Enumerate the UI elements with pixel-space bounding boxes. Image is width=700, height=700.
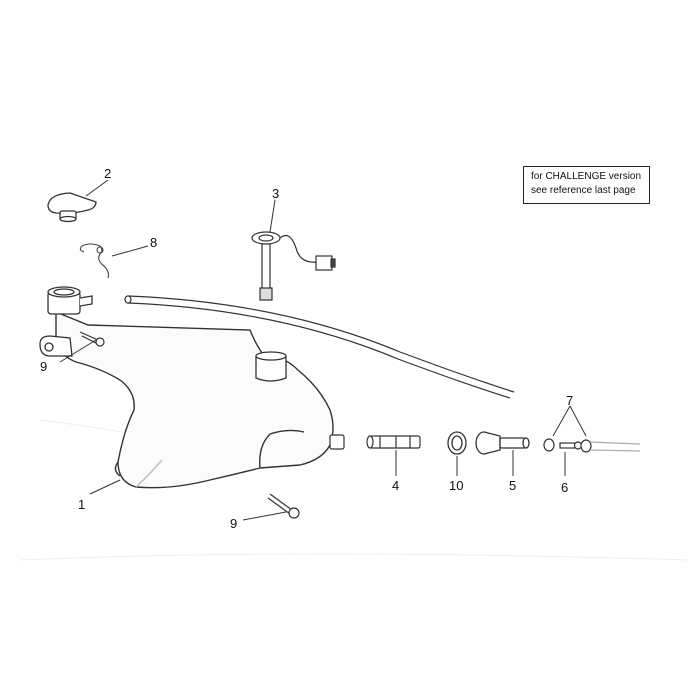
callout-4: 4 [392,478,399,493]
spring-clip [79,243,110,279]
leader-lines [59,179,587,521]
tank-filler-neck [47,286,93,315]
tank-outlet-spigot [329,434,345,450]
callout-9-lower: 9 [230,516,237,531]
callout-10: 10 [449,478,463,493]
small-fittings [543,438,641,453]
screw-upper [79,331,105,347]
callout-3: 3 [272,186,279,201]
connector-pipe [366,435,421,449]
callout-5: 5 [509,478,516,493]
tank-mounting-lug [39,335,73,357]
filler-cap [47,192,97,223]
note-line-1: for CHALLENGE version [531,171,642,182]
screw-lower [267,493,300,519]
callout-6: 6 [561,480,568,495]
callout-2: 2 [104,166,111,181]
overflow-hose [124,295,515,399]
note-line-2: see reference last page [531,185,636,196]
callout-7: 7 [566,393,573,408]
callout-numbers: 1 2 3 4 5 6 7 8 9 9 10 [40,166,573,531]
callout-9-upper: 9 [40,359,47,374]
level-sensor [251,231,336,301]
callout-1: 1 [78,497,85,512]
clamp-ring [447,431,467,455]
callout-8: 8 [150,235,157,250]
challenge-version-note: for CHALLENGE version see reference last… [523,166,650,204]
valve-fitting [475,431,530,455]
tank-side-neck [255,351,287,382]
